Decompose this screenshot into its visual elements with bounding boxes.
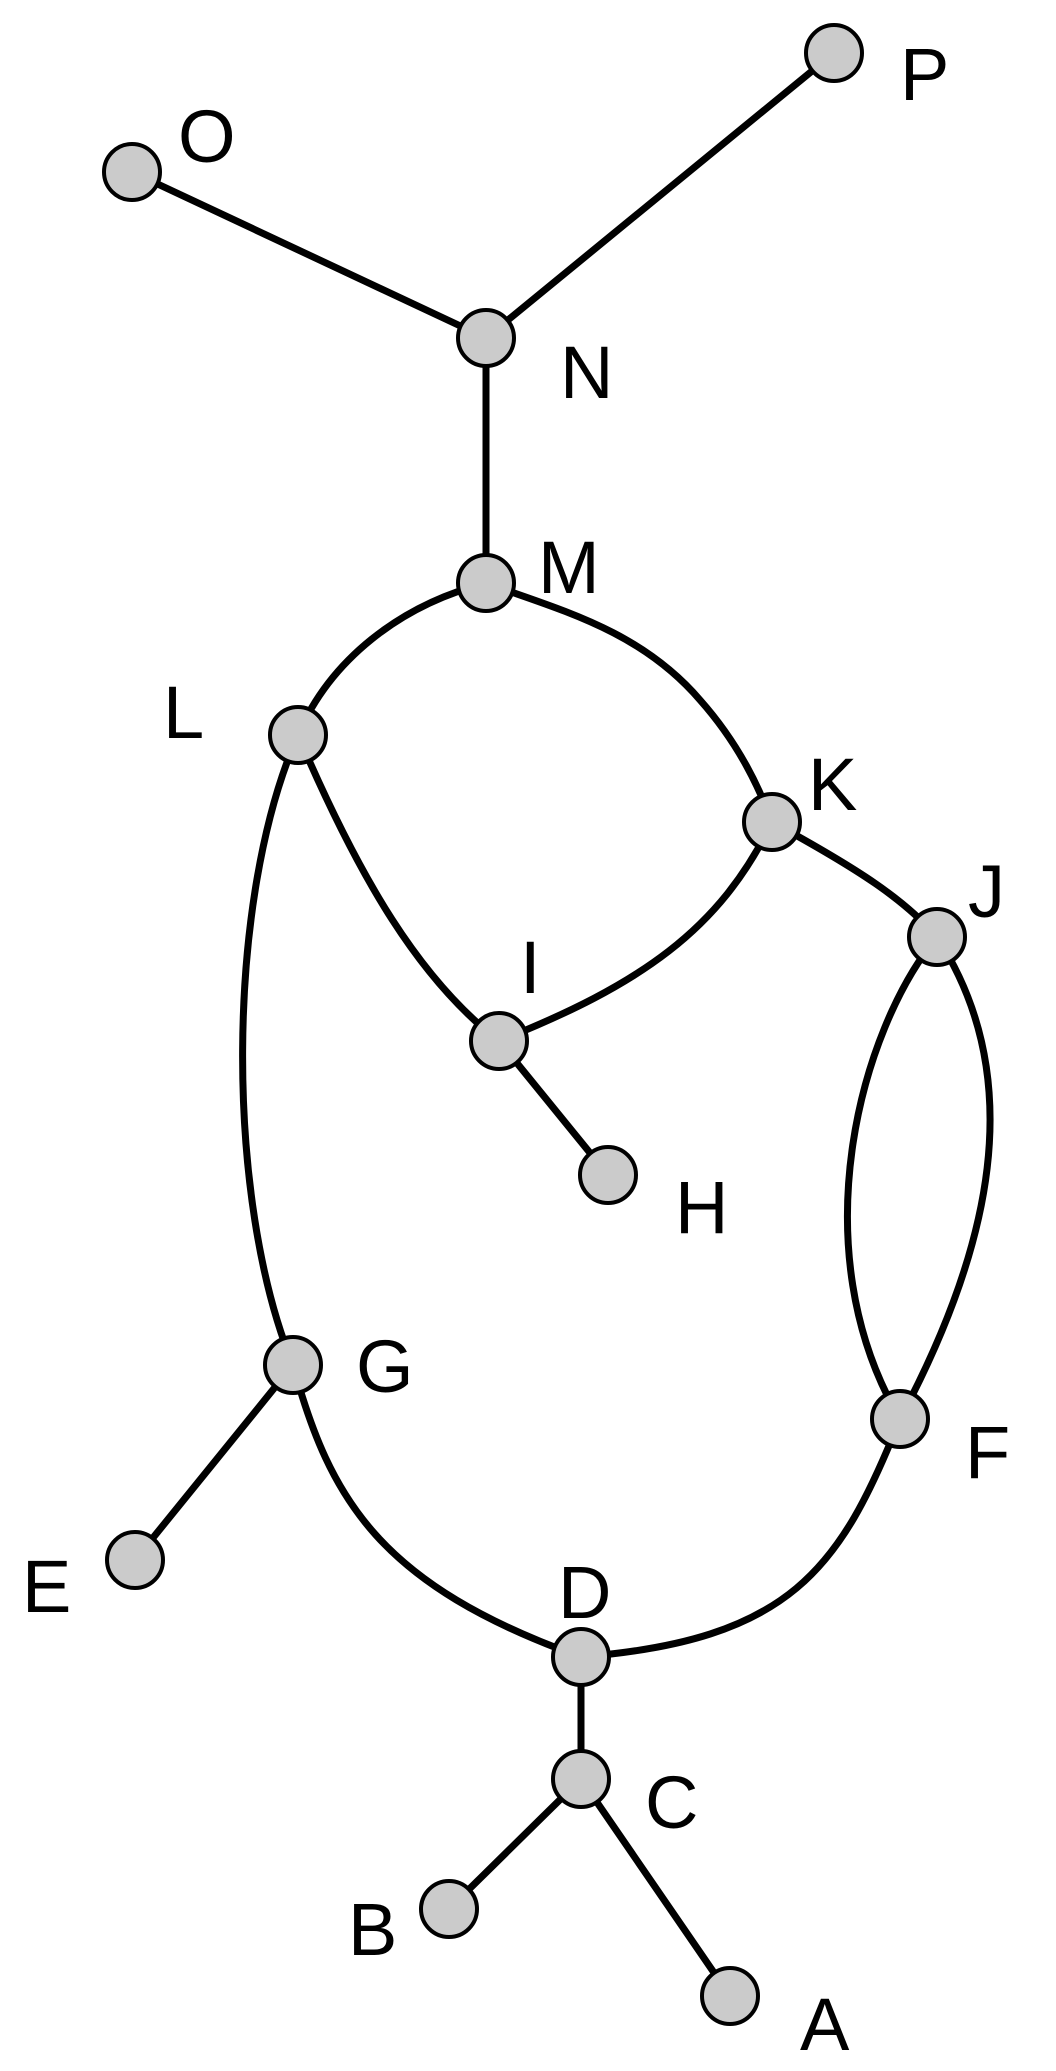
labels-layer: A B C D E F G H I J K L M N O P (22, 33, 1010, 2066)
node-d (551, 1627, 611, 1687)
edge-l-i (294, 731, 503, 1045)
edge-o-n (128, 168, 490, 342)
edge-j-f (896, 933, 994, 1423)
node-label-b: B (348, 1888, 397, 1971)
node-m (456, 553, 516, 613)
node-p (804, 23, 864, 83)
edge-g-e (131, 1361, 297, 1564)
edge-m-l (294, 579, 490, 739)
node-k (742, 792, 802, 852)
node-label-c: C (645, 1761, 698, 1844)
node-f (870, 1389, 930, 1449)
node-c (551, 1749, 611, 1809)
node-n (456, 308, 516, 368)
node-label-a: A (800, 1983, 850, 2066)
edge-c-a (577, 1775, 734, 2000)
node-i (469, 1011, 529, 1071)
edge-l-g (239, 731, 302, 1369)
edge-p-n (482, 49, 838, 342)
node-label-h: H (675, 1166, 728, 1249)
nodes-layer (102, 23, 967, 2026)
node-label-f: F (965, 1411, 1010, 1494)
node-j (907, 907, 967, 967)
edge-g-d (289, 1361, 585, 1661)
node-label-i: I (520, 926, 541, 1009)
edge-j-f (843, 933, 941, 1423)
node-o (102, 142, 162, 202)
node-e (105, 1530, 165, 1590)
edge-k-i (495, 818, 776, 1045)
node-a (700, 1966, 760, 2026)
node-label-m: M (538, 526, 600, 609)
node-label-e: E (22, 1545, 71, 1628)
node-label-g: G (356, 1325, 414, 1408)
edge-c-b (445, 1775, 585, 1913)
node-label-n: N (560, 331, 613, 414)
node-l (268, 705, 328, 765)
edges-layer (128, 49, 994, 2000)
edge-f-d (577, 1415, 904, 1661)
edge-m-k (482, 579, 776, 826)
node-label-o: O (178, 95, 236, 178)
node-label-p: P (900, 33, 949, 116)
node-b (419, 1879, 479, 1939)
node-h (578, 1145, 638, 1205)
node-g (263, 1335, 323, 1395)
node-label-j: J (968, 850, 1005, 933)
node-label-l: L (163, 671, 204, 754)
edge-k-j (768, 818, 941, 941)
node-label-k: K (808, 743, 857, 826)
node-label-d: D (558, 1551, 611, 1634)
